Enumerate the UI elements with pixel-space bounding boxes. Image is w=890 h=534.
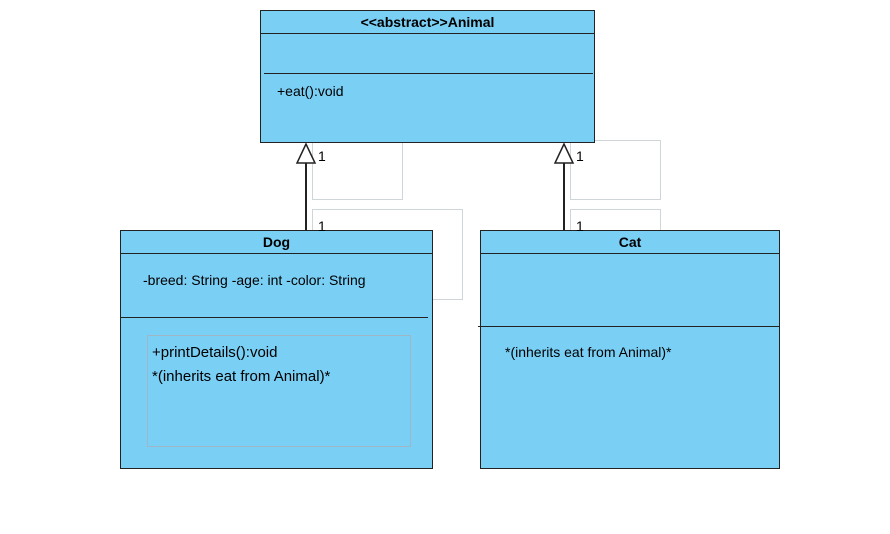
class-animal-method: +eat():void	[277, 83, 344, 99]
class-animal[interactable]: <<abstract>>Animal +eat():void	[260, 10, 595, 143]
class-dog-title: Dog	[121, 231, 432, 254]
multiplicity-label: 1	[318, 218, 326, 234]
class-dog-method: +printDetails():void	[152, 344, 278, 361]
class-cat-title: Cat	[481, 231, 779, 254]
multiplicity-label: 1	[318, 148, 326, 164]
class-dog[interactable]: Dog -breed: String -age: int -color: Str…	[120, 230, 433, 469]
class-animal-title: <<abstract>>Animal	[261, 11, 594, 34]
class-cat-method: *(inherits eat from Animal)*	[505, 344, 672, 360]
compartment-divider	[478, 326, 779, 327]
class-dog-methods-box	[147, 335, 411, 447]
class-cat[interactable]: Cat *(inherits eat from Animal)*	[478, 230, 780, 469]
generalization-arrowhead	[553, 142, 575, 164]
compartment-divider	[121, 317, 428, 318]
class-dog-method: *(inherits eat from Animal)*	[152, 368, 331, 385]
class-dog-attributes: -breed: String -age: int -color: String	[143, 272, 366, 288]
compartment-divider	[264, 73, 593, 74]
multiplicity-label: 1	[576, 148, 584, 164]
multiplicity-label: 1	[576, 218, 584, 234]
generalization-arrowhead	[295, 142, 317, 164]
label-frame	[570, 140, 661, 200]
